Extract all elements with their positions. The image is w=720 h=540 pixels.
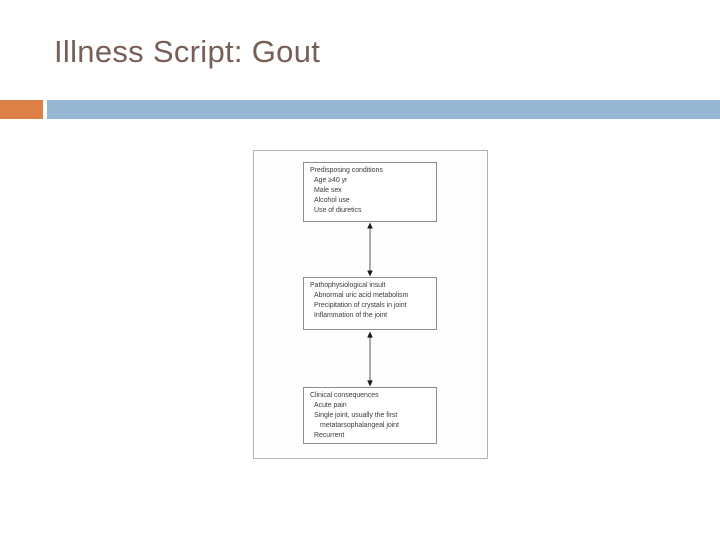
double-arrow-connector xyxy=(367,331,373,387)
box-item: Abnormal uric acid metabolism xyxy=(314,292,409,299)
double-arrow-connector xyxy=(367,222,373,277)
box-item: Use of diuretics xyxy=(314,207,362,214)
box-item: Precipitation of crystals in joint xyxy=(314,302,407,309)
box-item: Age ≥40 yr xyxy=(314,177,348,184)
box-item: Inflammation of the joint xyxy=(314,312,388,319)
box-header: Predisposing conditions xyxy=(310,167,383,174)
accent-orange-block xyxy=(0,100,43,119)
box-item: Alcohol use xyxy=(314,197,350,204)
box-header: Clinical consequences xyxy=(310,392,379,399)
accent-blue-divider-bar xyxy=(47,100,720,119)
box-item: Male sex xyxy=(314,187,342,194)
pathophysiological-insult-box: Pathophysiological insult Abnormal uric … xyxy=(303,277,437,330)
page-title: Illness Script: Gout xyxy=(54,34,321,69)
box-item: Acute pain xyxy=(314,402,347,409)
gout-flowchart-figure: Predisposing conditions Age ≥40 yr Male … xyxy=(253,150,488,459)
predisposing-conditions-box: Predisposing conditions Age ≥40 yr Male … xyxy=(303,162,437,222)
box-item-continuation: metatarsophalangeal joint xyxy=(320,422,399,429)
box-header: Pathophysiological insult xyxy=(310,282,386,289)
box-item: Single joint, usually the first xyxy=(314,412,398,419)
box-item: Recurrent xyxy=(314,432,345,439)
clinical-consequences-box: Clinical consequences Acute pain Single … xyxy=(303,387,437,444)
